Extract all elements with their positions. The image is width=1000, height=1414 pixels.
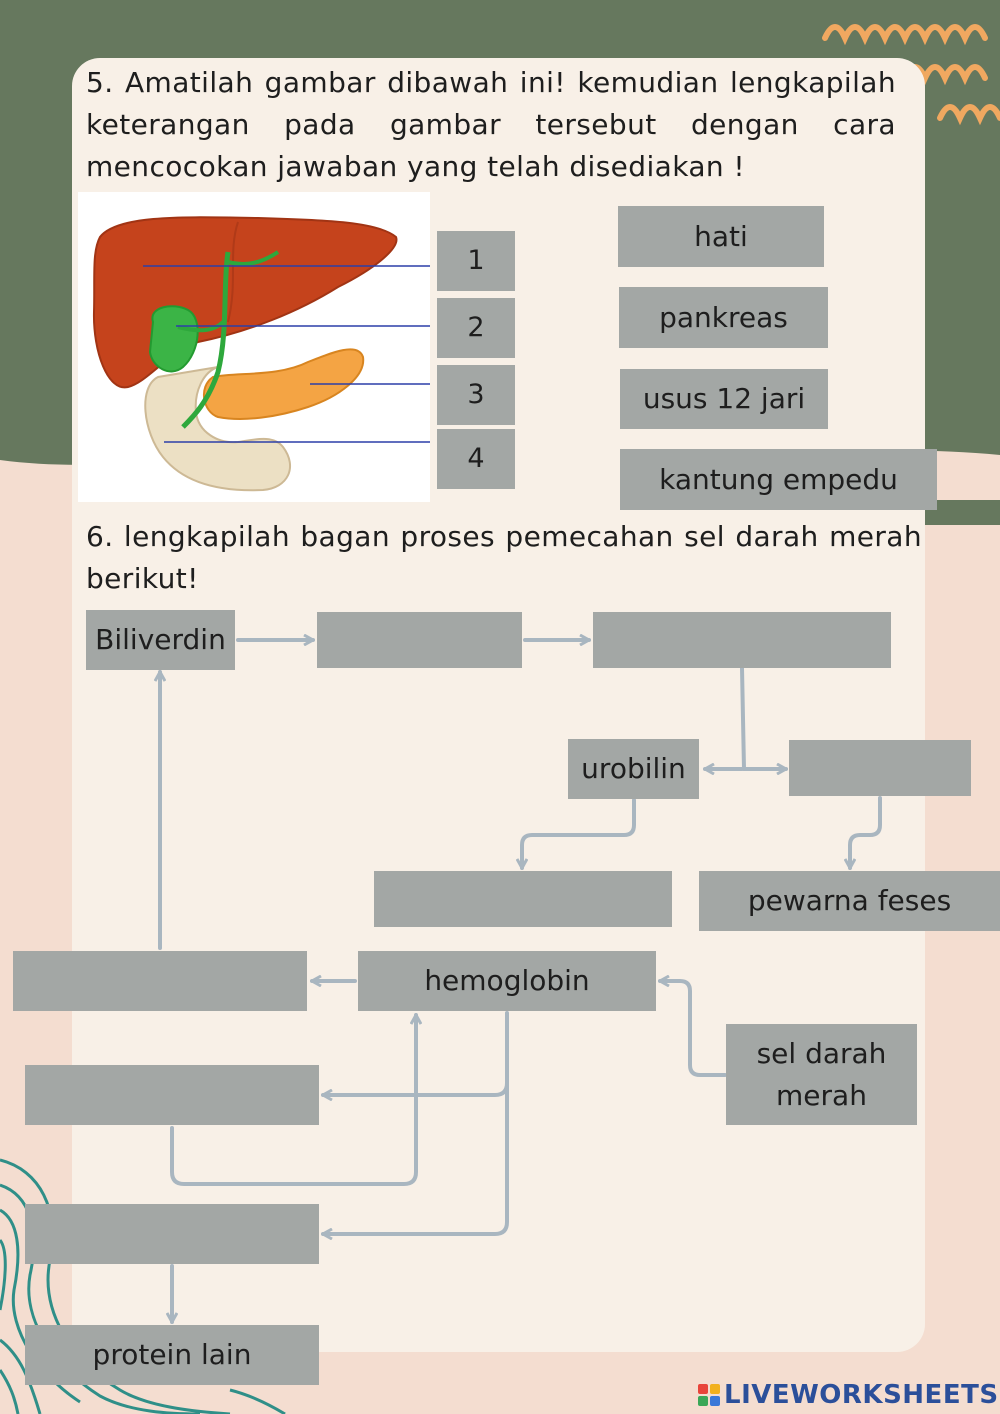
digestive-organs-illustration xyxy=(78,192,430,502)
blank-box-1[interactable] xyxy=(317,612,522,668)
logo-text: LIVEWORKSHEETS xyxy=(724,1380,999,1410)
label-slot-2[interactable]: 2 xyxy=(437,298,515,358)
question-5-text: 5. Amatilah gambar dibawah ini! kemudian… xyxy=(86,66,896,183)
box-pewarna-feses: pewarna feses xyxy=(699,871,1000,931)
logo-icon xyxy=(698,1384,720,1406)
answer-option-usus-12-jari[interactable]: usus 12 jari xyxy=(620,369,828,429)
label-slot-3[interactable]: 3 xyxy=(437,365,515,425)
box-protein-lain: protein lain xyxy=(25,1325,319,1385)
blank-box-3[interactable] xyxy=(789,740,971,796)
box-sel-darah-merah: sel darah merah xyxy=(726,1024,917,1125)
blank-box-5[interactable] xyxy=(13,951,307,1011)
blank-box-7[interactable] xyxy=(25,1204,319,1264)
answer-option-hati[interactable]: hati xyxy=(618,206,824,267)
question-6-text: 6. lengkapilah bagan proses pemecahan se… xyxy=(86,520,922,595)
answer-option-kantung-empedu[interactable]: kantung empedu xyxy=(620,449,937,510)
blank-box-4[interactable] xyxy=(374,871,672,927)
liveworksheets-logo: LIVEWORKSHEETS xyxy=(698,1378,999,1412)
blank-box-2[interactable] xyxy=(593,612,891,668)
label-slot-4[interactable]: 4 xyxy=(437,429,515,489)
box-urobilin: urobilin xyxy=(568,739,699,799)
blank-box-6[interactable] xyxy=(25,1065,319,1125)
label-slot-1[interactable]: 1 xyxy=(437,231,515,291)
box-biliverdin: Biliverdin xyxy=(86,610,235,670)
answer-option-pankreas[interactable]: pankreas xyxy=(619,287,828,348)
box-hemoglobin: hemoglobin xyxy=(358,951,656,1011)
